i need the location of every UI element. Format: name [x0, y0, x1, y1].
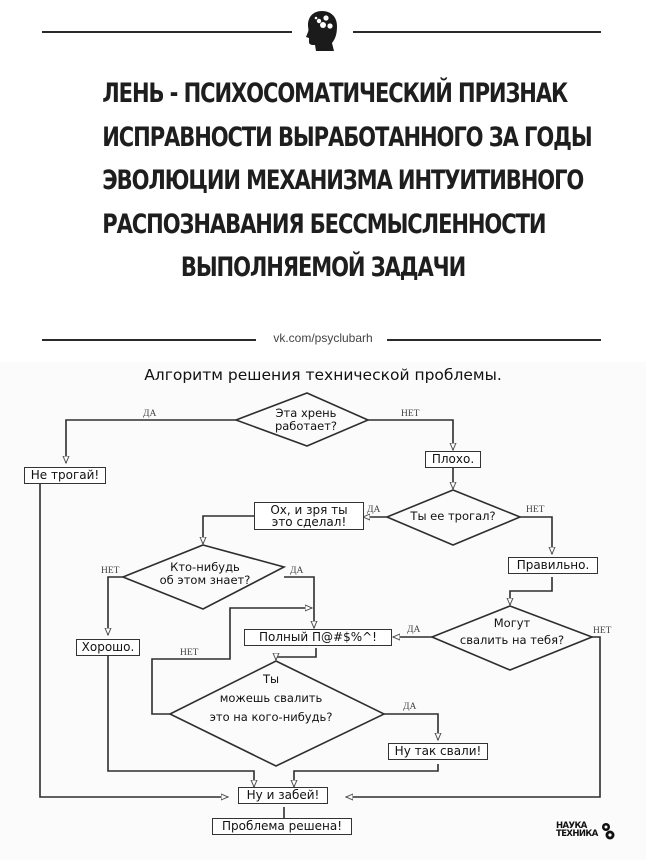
- node-dont-touch: Не трогай!: [24, 467, 106, 484]
- edge-donttouch-forget: [39, 482, 228, 797]
- node-solved: Проблема решена!: [212, 818, 352, 835]
- nauka-tehnika-logo: НАУКА ТЕХНИКА: [556, 821, 598, 839]
- source-link[interactable]: vk.com/psyclubarh: [0, 331, 646, 345]
- headline-line-5: ВЫПОЛНЯЕМОЙ ЗАДАЧИ: [180, 252, 466, 283]
- edge-works-yes: [66, 419, 236, 463]
- diamond-works: [233, 392, 371, 447]
- headline-line-3: ЭВОЛЮЦИИ МЕХАНИЗМА ИНТУИТИВНОГО: [102, 165, 584, 196]
- headline-line-2: ИСПРАВНОСТИ ВЫРАБОТАННОГО ЗА ГОДЫ: [102, 121, 592, 153]
- node-blame-it: Ну так свали!: [388, 743, 488, 760]
- label-works-no: НЕТ: [401, 409, 420, 419]
- node-forget-it: Ну и забей!: [238, 787, 328, 804]
- logo-line-1: НАУКА: [556, 821, 587, 831]
- top-divider-right: [353, 31, 601, 33]
- edge-good-forget: [107, 652, 254, 787]
- top-divider-left: [42, 31, 292, 33]
- node-anyone-knows: Кто-нибудь об этом знает?: [159, 560, 251, 587]
- node-bad: Плохо.: [425, 451, 481, 468]
- label-works-yes: ДА: [143, 409, 157, 419]
- node-oh-no: Ох, и зря ты это сделал!: [254, 502, 364, 530]
- headline-line-4: РАСПОЗНАВАНИЯ БЕССМЫСЛЕННОСТИ: [102, 208, 546, 240]
- edge-anyone-yes: [284, 576, 314, 628]
- node-touched: Ты ее трогал?: [410, 509, 496, 523]
- label-anyone-no: НЕТ: [101, 566, 120, 576]
- diamond-anyone-knows: [120, 544, 287, 610]
- edge-correct-blameyou: [510, 577, 553, 605]
- edge-anyone-no: [108, 576, 123, 635]
- label-touched-no: НЕТ: [526, 505, 545, 515]
- headline-line-1: ЛЕНЬ - ПСИХОСОМАТИЧЕСКИЙ ПРИЗНАК: [102, 78, 568, 109]
- gears-icon: [602, 823, 615, 840]
- edge-touched-no: [520, 516, 552, 554]
- flowchart-title: Алгоритм решения технической проблемы.: [144, 366, 502, 384]
- edge-fullmess-blameother: [276, 648, 317, 660]
- logo-line-2: ТЕХНИКА: [556, 829, 598, 839]
- head-with-gears-icon: [306, 11, 337, 51]
- headline: ЛЕНЬ - ПСИХОСОМАТИЧЕСКИЙ ПРИЗНАК ИСПРАВН…: [102, 72, 592, 290]
- node-good: Хорошо.: [76, 639, 140, 656]
- edge-blameother-no: [151, 608, 312, 715]
- source-link-text[interactable]: vk.com/psyclubarh: [269, 331, 377, 345]
- edge-blameit-forget: [294, 764, 439, 787]
- source-divider-right: [387, 339, 601, 341]
- node-correct: Правильно.: [508, 557, 598, 574]
- edge-works-no: [368, 419, 453, 450]
- label-anyone-yes: ДА: [290, 566, 304, 576]
- node-blame-you: Могут свалить на тебя?: [459, 616, 565, 647]
- diamond-touched: [384, 489, 523, 546]
- source-divider-left: [42, 339, 256, 341]
- edge-ohno-anyone: [203, 515, 254, 544]
- label-blameyou-no: НЕТ: [593, 626, 612, 636]
- label-blameother-yes: ДА: [403, 702, 417, 712]
- node-full-mess: Полный П@#$%^!: [244, 629, 392, 646]
- node-works: Эта хрень работает?: [274, 406, 338, 433]
- diamond-blame-you: [429, 605, 595, 671]
- label-blameother-no: НЕТ: [180, 648, 199, 658]
- node-blame-other: Ты можешь свалить это на кого-нибудь?: [209, 672, 333, 724]
- label-blameyou-yes: ДА: [407, 625, 421, 635]
- edge-blameyou-no: [346, 636, 601, 797]
- edge-blameother-yes: [384, 713, 438, 740]
- diamond-blame-other: [168, 660, 386, 767]
- label-touched-yes: ДА: [367, 505, 381, 515]
